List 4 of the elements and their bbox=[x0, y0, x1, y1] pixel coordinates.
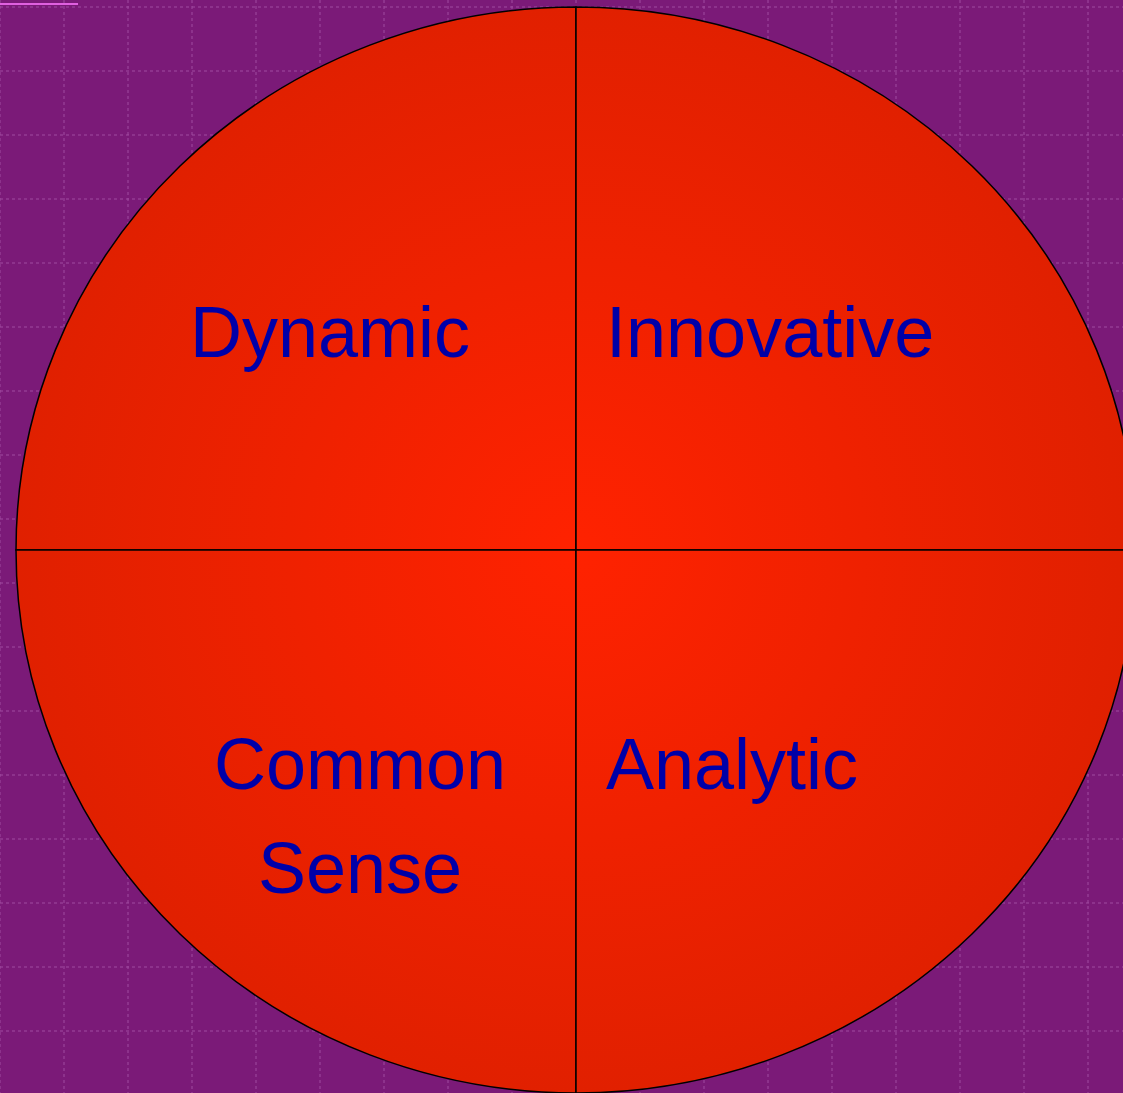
quadrant-label: Dynamic bbox=[190, 291, 472, 374]
quadrant-label: Common Sense bbox=[212, 723, 508, 910]
quadrant-label: Analytic bbox=[606, 723, 860, 806]
quadrant-label: Innovative bbox=[606, 291, 936, 374]
